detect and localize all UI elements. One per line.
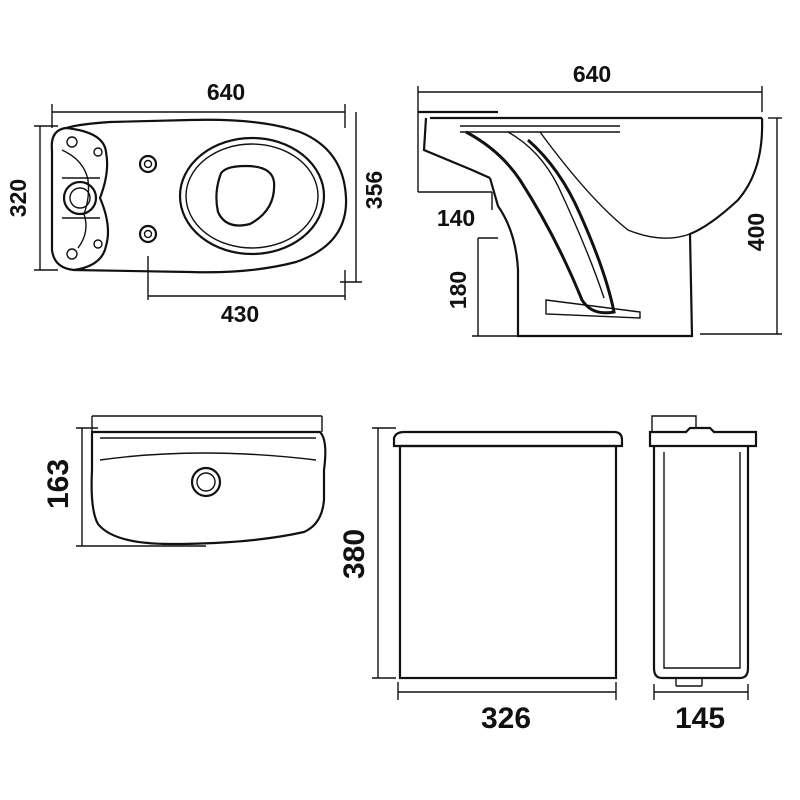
cistern-front-view: 380 326: [338, 427, 624, 735]
cistern-height-label: 380: [338, 529, 371, 579]
side-height-label: 400: [743, 213, 769, 251]
seat-width-label: 356: [361, 171, 387, 209]
top-width-label: 320: [5, 179, 31, 217]
mount-spacing-label: 430: [221, 301, 259, 327]
outlet-height-label: 180: [445, 271, 471, 309]
cistern-top-view: 163: [42, 415, 327, 547]
cistern-side-view: 145: [648, 415, 758, 735]
side-view: 640 400 140 180: [417, 61, 782, 338]
cistern-depth-label: 163: [42, 459, 75, 509]
cistern-width-label: 326: [481, 702, 531, 735]
side-length-label: 640: [573, 61, 611, 87]
top-length-label: 640: [207, 79, 245, 105]
outlet-top-label: 140: [437, 205, 475, 231]
top-view: 640 320 356 430: [5, 79, 387, 327]
cistern-side-depth-label: 145: [675, 702, 725, 735]
